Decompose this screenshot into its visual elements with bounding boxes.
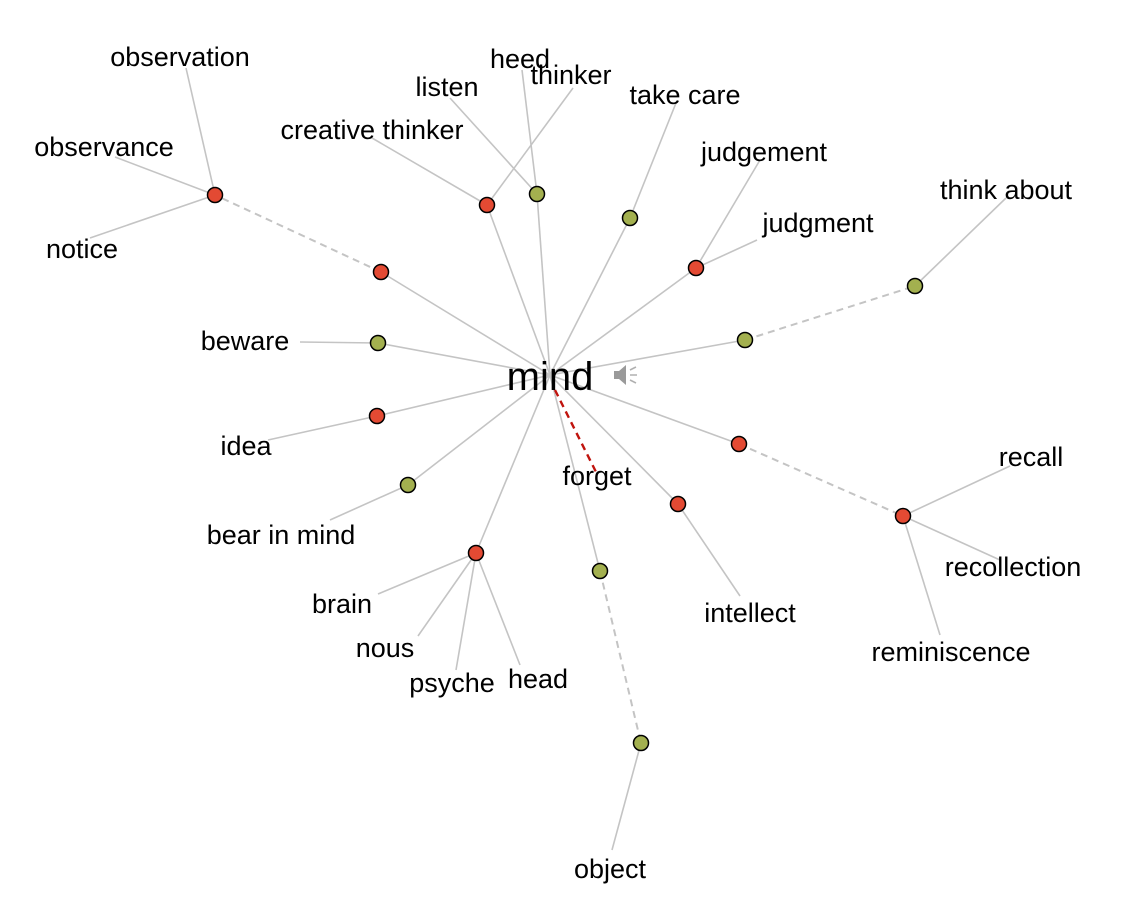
word-label-reminiscence[interactable]: reminiscence (871, 637, 1030, 667)
word-label-recollection[interactable]: recollection (945, 552, 1082, 582)
graph-node-verb[interactable] (632, 734, 650, 752)
word-label-think-about[interactable]: think about (940, 175, 1073, 205)
graph-edge (114, 156, 216, 196)
graph-node-noun[interactable] (372, 263, 390, 281)
graph-node-noun[interactable] (687, 259, 705, 277)
center-word: mind (507, 355, 594, 399)
graph-node-noun[interactable] (467, 544, 485, 562)
graph-node-verb[interactable] (399, 476, 417, 494)
graph-node-noun[interactable] (669, 495, 687, 513)
graph-edge (536, 193, 551, 376)
graph-edge (417, 552, 477, 637)
word-label-observance[interactable]: observance (34, 132, 174, 162)
graph-node-noun[interactable] (206, 186, 224, 204)
graph-edge (599, 570, 642, 744)
word-label-object[interactable]: object (574, 854, 647, 884)
graph-edge (914, 197, 1007, 287)
graph-edge (475, 374, 551, 554)
graph-node-verb[interactable] (906, 277, 924, 295)
word-label-psyche[interactable]: psyche (409, 668, 495, 698)
graph-edge (611, 742, 642, 851)
graph-edge (214, 194, 382, 273)
nodes-layer (206, 185, 924, 752)
graph-edge (299, 341, 379, 344)
word-label-creative-thinker[interactable]: creative thinker (280, 115, 463, 145)
graph-edge (549, 374, 601, 572)
word-label-bear-in-mind[interactable]: bear in mind (207, 520, 356, 550)
graph-edge (695, 159, 761, 269)
word-label-observation[interactable]: observation (110, 42, 250, 72)
graph-edge (549, 374, 679, 505)
word-label-judgment[interactable]: judgment (761, 208, 874, 238)
graph-node-verb[interactable] (621, 209, 639, 227)
graph-edge (486, 87, 574, 206)
graph-node-noun[interactable] (478, 196, 496, 214)
graph-edge (902, 515, 941, 636)
graph-node-verb[interactable] (528, 185, 546, 203)
graph-node-noun[interactable] (730, 435, 748, 453)
labels-layer: observation observance notice creative thin… (34, 42, 1081, 884)
graph-edge (267, 415, 378, 441)
word-label-notice[interactable]: notice (46, 234, 118, 264)
graph-edge (475, 552, 521, 666)
graph-edge (185, 67, 216, 196)
graph-edge (407, 374, 551, 486)
graph-edge (677, 503, 741, 597)
word-label-thinker[interactable]: thinker (530, 60, 611, 90)
word-label-judgement[interactable]: judgement (700, 137, 828, 167)
word-label-heed[interactable]: heed (490, 44, 550, 74)
word-label-intellect[interactable]: intellect (704, 598, 796, 628)
word-label-recall[interactable]: recall (999, 442, 1064, 472)
graph-edge (629, 102, 677, 219)
graph-edge (695, 239, 758, 269)
graph-edge (549, 267, 697, 376)
word-label-head[interactable]: head (508, 664, 568, 694)
graph-edge (455, 552, 477, 671)
graph-edge (449, 97, 538, 195)
graph-edge (521, 69, 538, 195)
antonym-edge (553, 389, 598, 473)
graph-edge (376, 374, 551, 417)
graph-edge (371, 137, 488, 206)
graph-edge (902, 465, 1011, 517)
graph-edge (549, 217, 631, 376)
word-label-beware[interactable]: beware (201, 326, 290, 356)
word-label-idea[interactable]: idea (220, 431, 272, 461)
graph-edge (549, 374, 740, 445)
graph-edge (89, 194, 216, 239)
graph-edge (738, 443, 904, 517)
graph-edge (380, 271, 551, 376)
graph-edge (377, 552, 477, 595)
graph-edge (902, 515, 1001, 561)
graph-edge (329, 484, 409, 521)
graph-edge (486, 204, 551, 376)
word-label-take-care[interactable]: take care (629, 80, 740, 110)
graph-edge (549, 339, 746, 376)
word-label-listen[interactable]: listen (415, 72, 478, 102)
word-label-nous[interactable]: nous (356, 633, 415, 663)
graph-node-verb[interactable] (736, 331, 754, 349)
edges-layer (89, 67, 1011, 851)
graph-edge (744, 285, 916, 341)
graph-node-verb[interactable] (369, 334, 387, 352)
word-label-forget[interactable]: forget (562, 461, 632, 491)
word-label-brain[interactable]: brain (312, 589, 372, 619)
speaker-icon[interactable] (614, 365, 637, 385)
graph-node-noun[interactable] (894, 507, 912, 525)
graph-node-noun[interactable] (368, 407, 386, 425)
graph-edge (377, 342, 551, 376)
graph-node-verb[interactable] (591, 562, 609, 580)
